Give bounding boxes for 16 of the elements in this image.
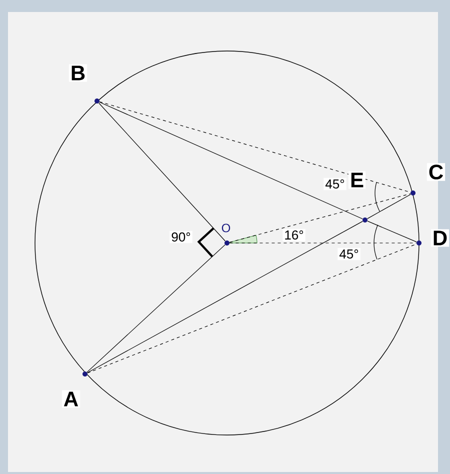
angle-label: 45° [324,178,346,190]
angle-label: 45° [338,248,360,260]
point-label: C [426,163,446,181]
line-segment [99,101,411,193]
line-segment [86,244,226,372]
line-segment [87,221,363,373]
line-segment [367,220,417,242]
line-segment [229,193,411,243]
line-segment [87,244,417,374]
point-label: E [348,171,366,189]
line-segment [98,102,226,242]
angle-label: 90° [170,230,192,244]
line-segment [99,102,363,220]
line-segment [229,242,417,244]
angle-label: 16° [282,228,306,242]
line-segment [367,194,411,219]
